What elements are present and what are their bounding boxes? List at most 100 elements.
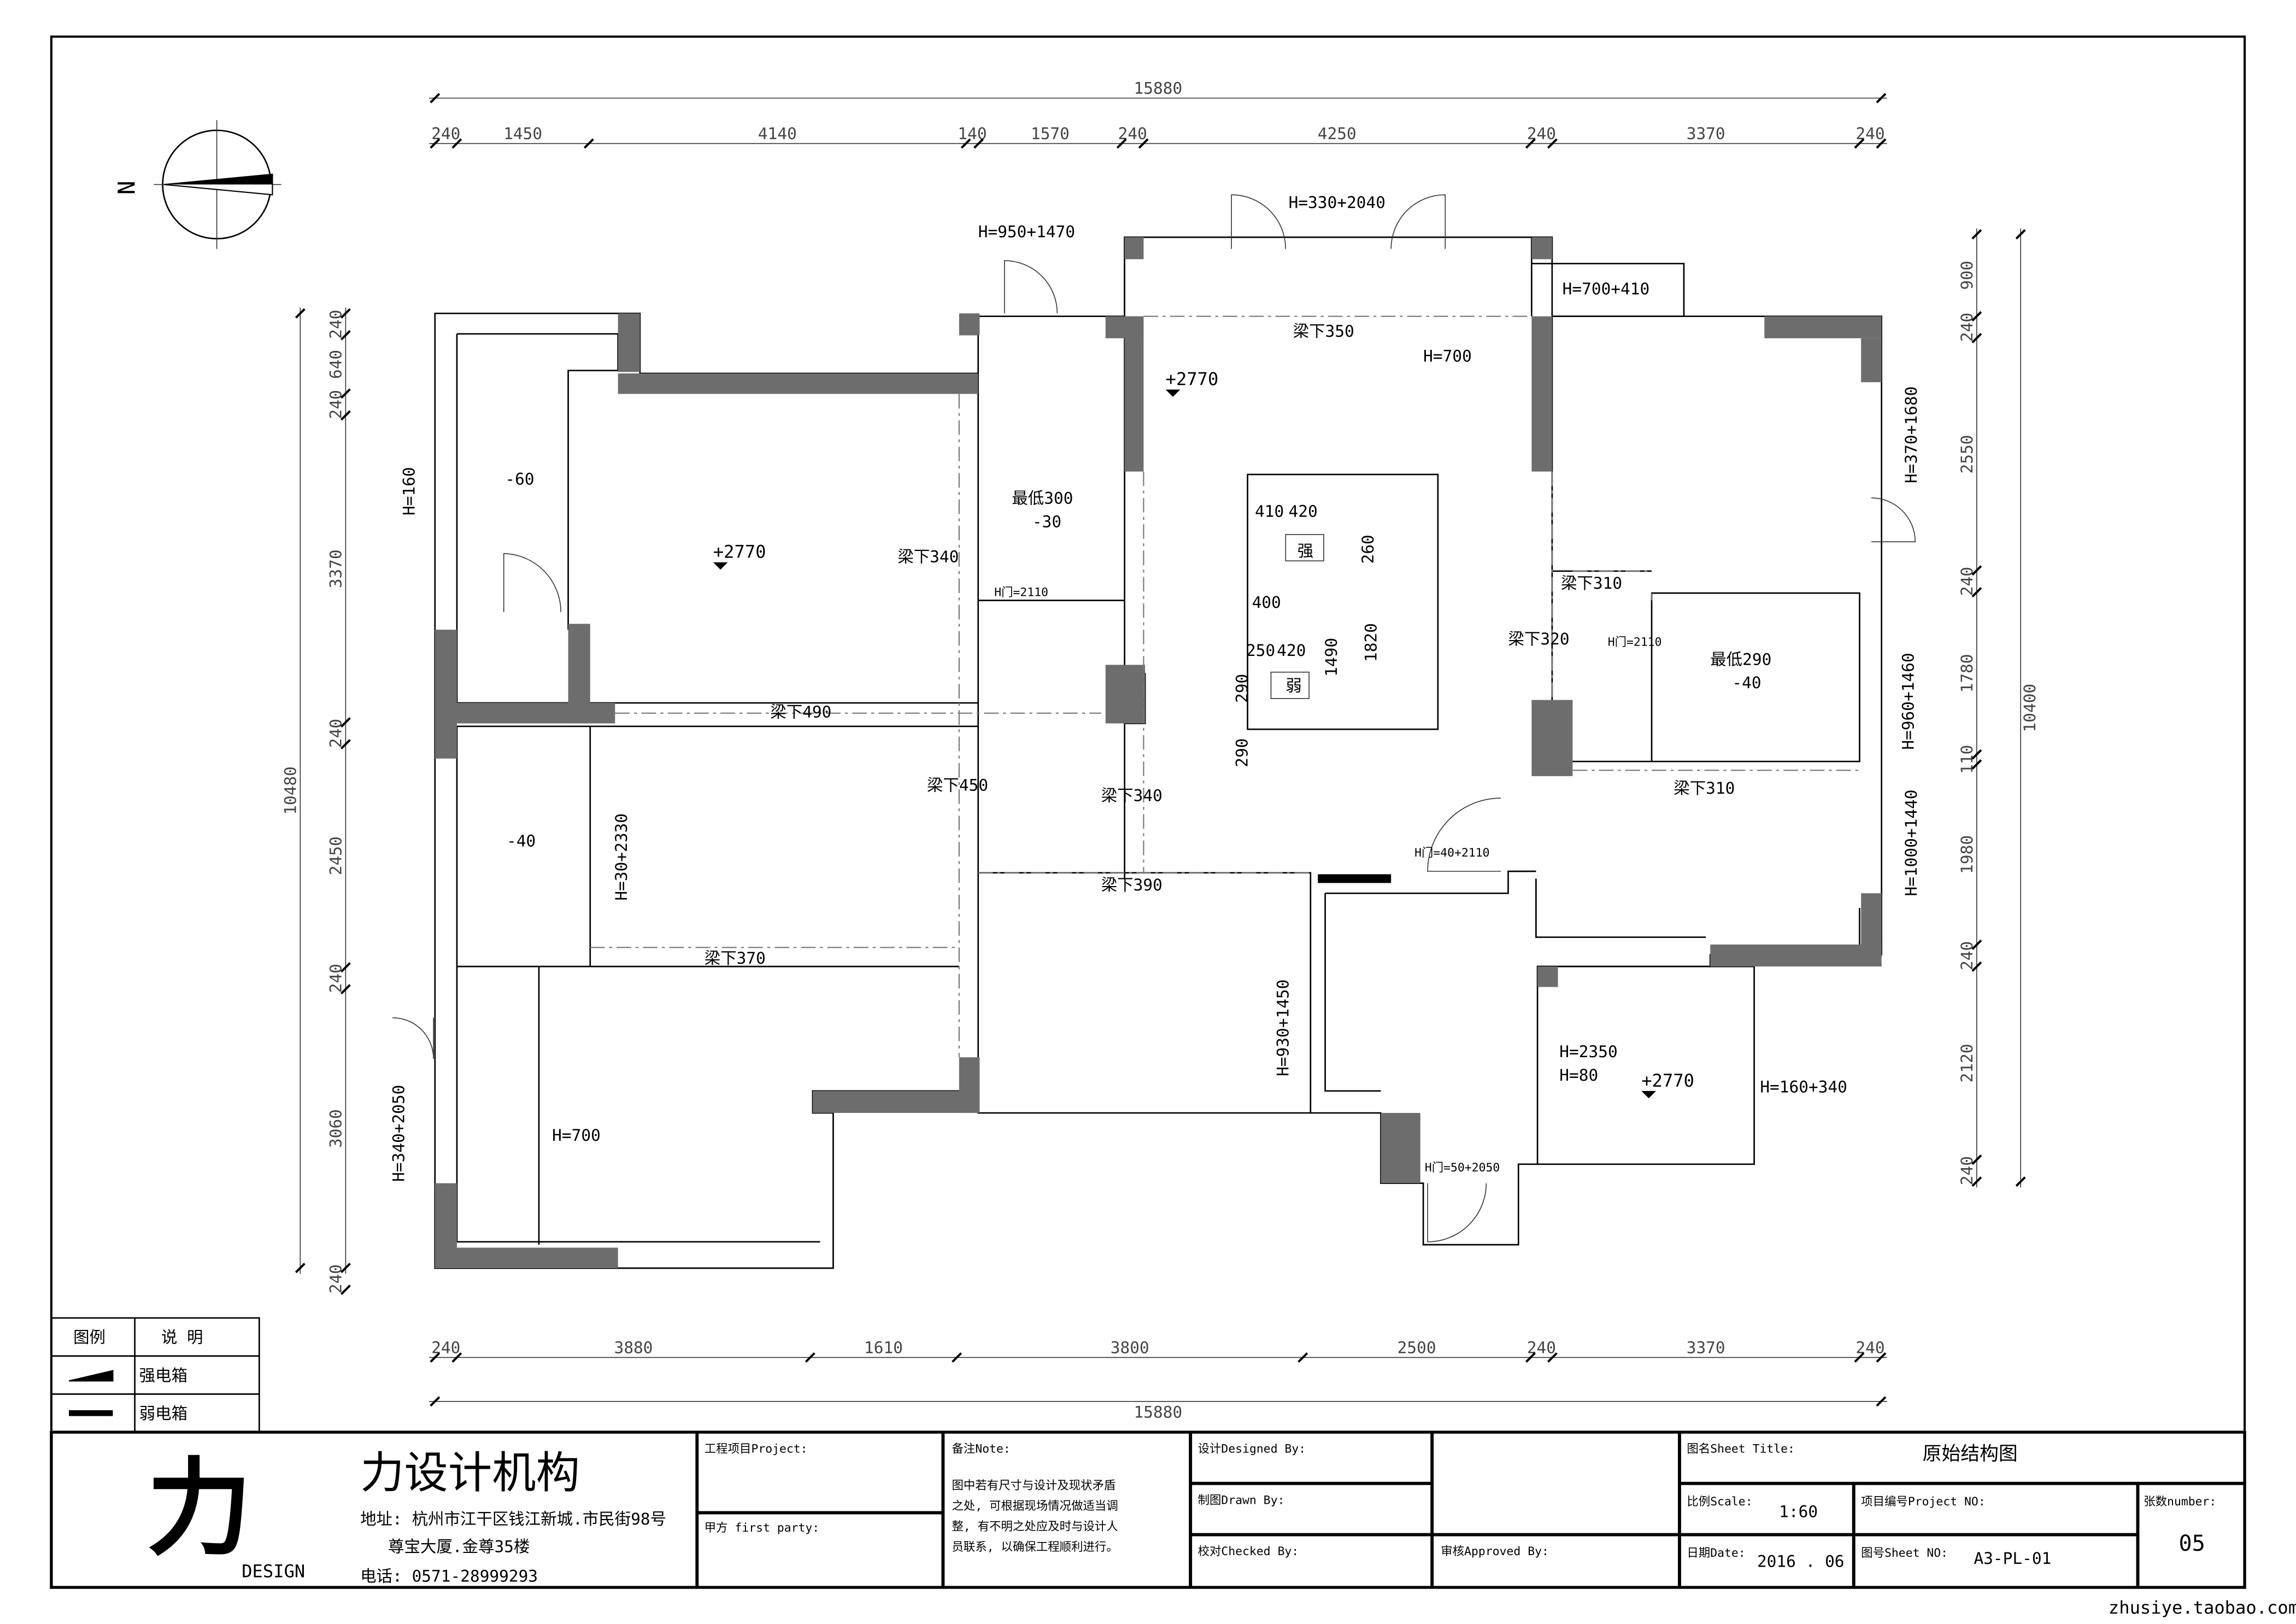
dimension-tick [1971, 565, 1982, 576]
annotation: -40 [507, 831, 536, 850]
watermark: zhusiye.taobao.com [2109, 1597, 2296, 1618]
dimension-value: 1570 [1031, 125, 1070, 143]
dimension-tick [1971, 229, 1982, 240]
dimension-value: 240 [326, 390, 345, 419]
approved-by-label: 审核Approved By: [1441, 1545, 1549, 1558]
company-address: 尊宝大厦.金尊35楼 [388, 1538, 530, 1556]
annotation: H=160 [400, 467, 418, 515]
dimension-tick [583, 138, 594, 149]
dimension-value: 240 [1958, 313, 1976, 342]
annotation: -60 [505, 470, 534, 489]
dimension-tick [430, 93, 441, 103]
annotation: 420 [1277, 641, 1306, 660]
project-no-label: 项目编号Project NO: [1861, 1495, 1986, 1509]
annotation: H=930+1450 [1274, 980, 1293, 1076]
dimension-tick [451, 1352, 462, 1363]
dimension-tick [1971, 939, 1982, 950]
annotation: H门=40+2110 [1414, 846, 1490, 860]
dimension-value: 240 [1527, 1338, 1556, 1357]
annotation: H=700 [1423, 347, 1472, 366]
dimension-value: 1780 [1958, 654, 1976, 693]
annotation: 最低290 [1710, 650, 1771, 669]
dimension-tick [1854, 138, 1865, 149]
dimension-tick [340, 410, 351, 421]
dimension-tick [451, 138, 462, 149]
sheet-title-label: 图名Sheet Title: [1687, 1443, 1795, 1456]
dimension-value: 3370 [1687, 125, 1725, 143]
dimension-tick [1876, 93, 1887, 103]
dimension-tick [295, 1263, 306, 1274]
dimension-tick [1971, 961, 1982, 972]
first-party-label: 甲方 first party: [704, 1521, 820, 1535]
title-block: 力 DESIGN 力设计机构 地址: 杭州市江干区钱江新城.市民街98号 尊宝大… [50, 1430, 2246, 1589]
legend: 图例 说 明 强电箱 弱电箱 [50, 1317, 260, 1433]
dimension-value: 240 [1118, 125, 1147, 143]
annotation: 290 [1233, 738, 1252, 767]
annotation: 梁下450 [927, 776, 988, 795]
dimension-tick [340, 308, 351, 319]
dimension-value: 110 [1958, 745, 1976, 774]
dimension-value: 1610 [864, 1338, 903, 1357]
annotation: H=2350 [1559, 1042, 1617, 1061]
dimension-tick [1297, 1352, 1308, 1363]
dimension-tick [2015, 229, 2026, 240]
annotation: -40 [1732, 673, 1761, 692]
sheet-no-label: 图号Sheet NO: [1861, 1546, 1948, 1560]
dimension-tick [952, 1352, 962, 1363]
annotation: H=700 [552, 1126, 601, 1145]
project-label: 工程项目Project: [704, 1443, 808, 1456]
dimension-value: 3370 [326, 549, 345, 588]
annotation: H=330+2040 [1289, 193, 1385, 212]
dimension-tick [2015, 1176, 2026, 1187]
dimension-tick [1971, 333, 1982, 344]
dimension-tick [430, 138, 441, 149]
annotation: 梁下310 [1673, 779, 1735, 798]
dimension-tick [430, 1396, 441, 1407]
room-annotations: H=950+1470 H=330+2040 H=700+410 梁下350 H=… [390, 193, 1921, 1182]
annotation: H=1000+1440 [1902, 789, 1921, 896]
strong-box-icon [68, 1370, 114, 1382]
annotation: H=30+2330 [612, 813, 631, 901]
dimension-tick [1876, 1396, 1887, 1407]
note-label: 备注Note: [952, 1443, 1011, 1456]
beam-lines [590, 315, 1862, 1058]
annotation: 梁下340 [1101, 786, 1162, 805]
annotation: 梁下490 [770, 703, 831, 722]
dimension-tick [340, 1285, 351, 1295]
annotation: H=700+410 [1563, 279, 1650, 298]
scale-label: 比例Scale: [1687, 1495, 1752, 1509]
dimension-value: 240 [431, 125, 460, 143]
annotation: H门=2110 [1608, 635, 1662, 649]
annotation: 1820 [1361, 623, 1380, 662]
dimension-tick [1971, 759, 1982, 770]
strong-box-label: 强 [1297, 542, 1313, 560]
legend-item: 强电箱 [139, 1366, 187, 1385]
dimension-tick [960, 138, 971, 149]
dimension-tick [1547, 1352, 1558, 1363]
annotation: 梁下340 [897, 548, 959, 566]
number-value: 05 [2179, 1531, 2205, 1556]
dimension-tick [340, 717, 351, 728]
dimension-value: 3370 [1687, 1338, 1725, 1357]
dimension-value: 1980 [1958, 835, 1976, 874]
dimension-tick [1116, 138, 1127, 149]
dimension-value: 240 [326, 1264, 345, 1293]
dimension-tick [340, 388, 351, 399]
scale-value: 1:60 [1779, 1502, 1818, 1521]
designed-by-label: 设计Designed By: [1198, 1443, 1306, 1456]
legend-header-description: 说 明 [161, 1328, 203, 1347]
drawn-by-label: 制图Drawn By: [1198, 1493, 1285, 1507]
dimension-value: 900 [1958, 261, 1976, 290]
sheet-no-value: A3-PL-01 [1974, 1549, 2051, 1568]
annotation: 250 [1246, 641, 1275, 660]
company-logo: 力 [146, 1447, 252, 1570]
annotation: H门=2110 [994, 585, 1048, 599]
checked-by-label: 校对Checked By: [1198, 1545, 1299, 1558]
dimension-value: 240 [1527, 125, 1556, 143]
dimension-value: 240 [1958, 567, 1976, 596]
company-address: 地址: 杭州市江干区钱江新城.市民街98号 [360, 1510, 666, 1528]
dimension-value: 240 [1958, 1156, 1976, 1185]
dimension-tick [1525, 1352, 1536, 1363]
annotation: 梁下350 [1293, 322, 1354, 341]
